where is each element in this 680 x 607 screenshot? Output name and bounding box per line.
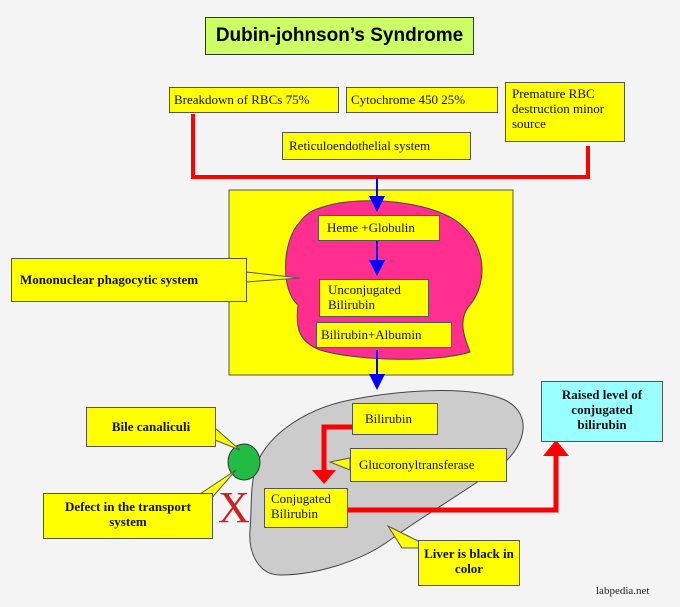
bile-canaliculi-dot (227, 443, 261, 481)
liver-bilirubin-box: Bilirubin (352, 403, 438, 435)
arrow-bilirubin-to-conjugated (321, 424, 352, 472)
canaliculi-callout-pointer (214, 426, 241, 451)
premature-rbc-box: Premature RBC destruction minor source (505, 82, 625, 142)
liver-black-box: Liver is black in color (418, 540, 520, 586)
defect-transport-box: Defect in the transport system (43, 493, 213, 539)
liver-shape (249, 390, 524, 576)
breakdown-rbc-box: Breakdown of RBCs 75% (169, 87, 339, 113)
cytochrome-box: Cytochrome 450 25% (346, 87, 498, 113)
sources-connector (191, 114, 590, 179)
glucoronyltransferase-box: Glucoronyltransferase (350, 448, 507, 482)
arrow-conjugated-to-raised (348, 454, 559, 513)
reticuloendothelial-box: Reticuloendothelial system (282, 132, 471, 160)
conjugated-bilirubin-box: Conjugated Bilirubin (264, 488, 348, 528)
bilirubin-albumin-box: Bilirubin+Albumin (316, 322, 452, 348)
source-credit: labpedia.net (596, 585, 650, 597)
unconjugated-bilirubin-box: Unconjugated Bilirubin (319, 279, 429, 317)
arrow-conjugated-to-raised-head (543, 440, 569, 456)
diagram-title: Dubin-johnson’s Syndrome (205, 17, 474, 55)
heme-globulin-box: Heme +Globulin (318, 215, 440, 241)
arrow-bilirubin-to-conjugated-head (312, 470, 336, 484)
bile-canaliculi-box: Bile canaliculi (86, 407, 216, 447)
transport-blocked-mark: X (218, 483, 250, 532)
raised-level-box: Raised level of conjugated bilirubin (541, 381, 663, 442)
mps-label-box: Mononuclear phagocytic system (11, 258, 247, 302)
